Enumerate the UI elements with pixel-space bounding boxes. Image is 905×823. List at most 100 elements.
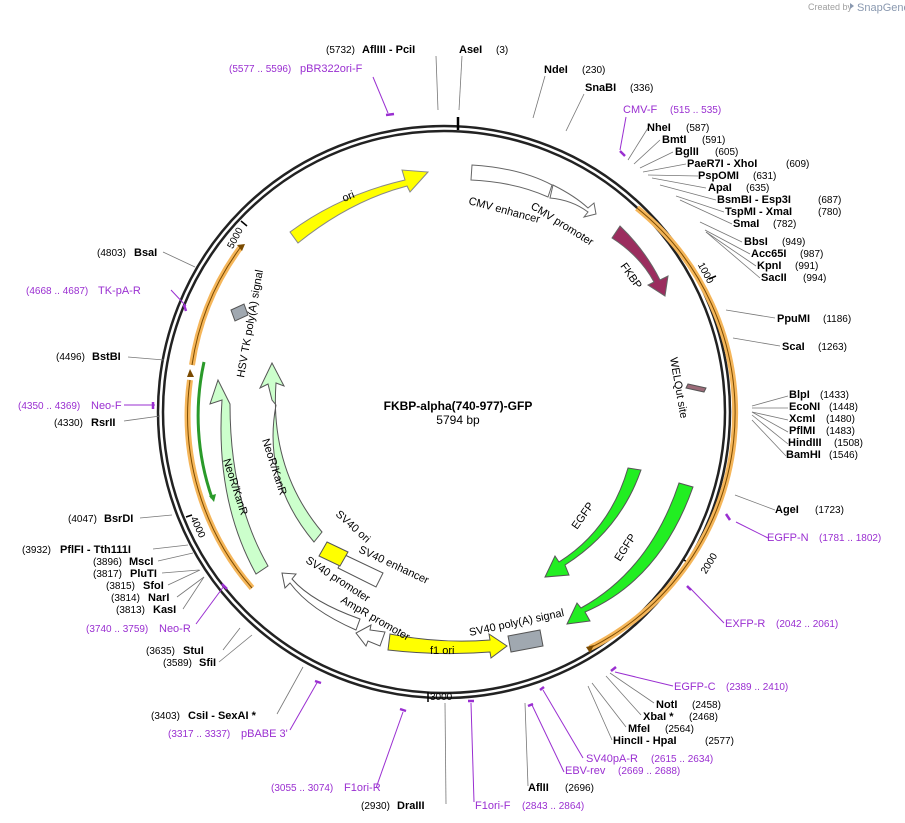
primer-f1ori-f: F1ori-F — [475, 800, 511, 812]
enzyme-paer7I-xhoI: PaeR7I - XhoI — [687, 158, 757, 170]
svg-text:(3813): (3813) — [116, 605, 145, 616]
enzyme-xcmI: XcmI — [789, 413, 815, 425]
feature-f1-ori-label: f1 ori — [430, 645, 454, 657]
enzyme-labels: (5732) AflIII - PciI AseI (3) NdeI (230)… — [22, 44, 863, 812]
enzyme-narI: NarI — [148, 592, 169, 604]
primer-tk-pa-r: TK-pA-R — [98, 285, 141, 297]
svg-text:3000: 3000 — [430, 692, 453, 703]
primer-egfp-n: EGFP-N — [767, 532, 809, 544]
feature-ori — [289, 169, 430, 244]
svg-text:(1433): (1433) — [820, 390, 849, 401]
svg-text:(2696): (2696) — [565, 783, 594, 794]
enzyme-stuI: StuI — [183, 645, 204, 657]
enzyme-bsmbI-esp3I: BsmBI - Esp3I — [717, 194, 791, 206]
enzyme-hincII-hpaI: HincII - HpaI — [613, 735, 677, 747]
feature-cmv-promoter — [549, 184, 597, 218]
primer-cmv-f: CMV-F — [623, 104, 658, 116]
svg-text:(2843 .. 2864): (2843 .. 2864) — [522, 801, 584, 812]
enzyme-kpnI: KpnI — [757, 260, 781, 272]
svg-text:2000: 2000 — [699, 551, 720, 576]
svg-text:(4496): (4496) — [56, 352, 85, 363]
svg-text:(1546): (1546) — [829, 450, 858, 461]
feature-sv40-ori — [318, 541, 349, 567]
svg-text:(4803): (4803) — [97, 248, 126, 259]
feature-egfp-outer — [566, 482, 694, 625]
svg-text:(1480): (1480) — [826, 414, 855, 425]
backbone-outer — [156, 124, 732, 700]
svg-text:(3589): (3589) — [163, 658, 192, 669]
enzyme-acc65I: Acc65I — [751, 248, 786, 260]
feature-ori-label: ori — [340, 189, 356, 205]
svg-text:(780): (780) — [818, 207, 841, 218]
svg-text:(2468): (2468) — [689, 712, 718, 723]
svg-text:(4047): (4047) — [68, 514, 97, 525]
primer-neo-f: Neo-F — [91, 400, 122, 412]
svg-text:(635): (635) — [746, 183, 769, 194]
credit-text: Created by — [808, 2, 853, 12]
primer-binding-marks — [151, 112, 732, 713]
feature-welqut-site — [685, 383, 707, 393]
enzyme-bsaI: BsaI — [134, 247, 157, 259]
neo-orf-line — [196, 361, 214, 499]
svg-text:(4668 .. 4687): (4668 .. 4687) — [26, 286, 88, 297]
svg-text:(230): (230) — [582, 65, 605, 76]
svg-text:(2564): (2564) — [665, 724, 694, 735]
svg-text:(949): (949) — [782, 237, 805, 248]
plasmid-length: 5794 bp — [436, 413, 480, 427]
primer-sv40pa-r: SV40pA-R — [586, 753, 638, 765]
svg-text:(3403): (3403) — [151, 711, 180, 722]
svg-text:(1508): (1508) — [834, 438, 863, 449]
enzyme-sacII: SacII — [761, 272, 787, 284]
svg-text:(3815): (3815) — [106, 581, 135, 592]
feature-sv40-ori-label: SV40 ori — [333, 508, 372, 545]
svg-text:(994): (994) — [803, 273, 826, 284]
svg-text:(2615 .. 2634): (2615 .. 2634) — [651, 754, 713, 765]
svg-text:(2458): (2458) — [692, 700, 721, 711]
plasmid-name: FKBP-alpha(740-977)-GFP — [384, 399, 533, 413]
enzyme-bglII: BglII — [675, 146, 699, 158]
feature-hsv-tk-polya-label: HSV TK poly(A) signal — [235, 269, 266, 379]
orf-band-right — [588, 205, 739, 651]
svg-text:(3317 .. 3337): (3317 .. 3337) — [168, 729, 230, 740]
enzyme-apaI: ApaI — [708, 182, 732, 194]
svg-text:(1723): (1723) — [815, 505, 844, 516]
svg-text:(1781 .. 1802): (1781 .. 1802) — [819, 533, 881, 544]
enzyme-pflfI-tth111I: PflFI - Tth111I — [60, 544, 131, 556]
feature-sv40-promoter — [281, 572, 361, 631]
svg-text:(2042 .. 2061): (2042 .. 2061) — [776, 619, 838, 630]
svg-text:(3740 .. 3759): (3740 .. 3759) — [86, 624, 148, 635]
primer-exfp-r: EXFP-R — [725, 618, 765, 630]
svg-text:(631): (631) — [753, 171, 776, 182]
enzyme-pflmI: PflMI — [789, 425, 815, 437]
enzyme-ndeI: NdeI — [544, 64, 568, 76]
enzyme-mfeI: MfeI — [628, 723, 650, 735]
orf-line-right — [589, 207, 736, 649]
primer-neo-r: Neo-R — [159, 623, 191, 635]
orf-arrowhead-upper-left — [237, 244, 245, 251]
primer-f1ori-r: F1ori-R — [344, 782, 381, 794]
enzyme-aseI: AseI — [459, 44, 482, 56]
svg-text:(605): (605) — [715, 147, 738, 158]
feature-neor-outer — [209, 378, 269, 575]
enzyme-pos-aflIII: (5732) — [326, 45, 355, 56]
svg-text:(3817): (3817) — [93, 569, 122, 580]
tick-3000: 3000 — [427, 692, 453, 703]
svg-text:(1483): (1483) — [826, 426, 855, 437]
enzyme-aflII: AflII — [528, 782, 549, 794]
svg-text:(987): (987) — [800, 249, 823, 260]
feature-egfp-outer-label: EGFP — [612, 532, 638, 564]
enzyme-ageI: AgeI — [775, 504, 799, 516]
svg-text:4000: 4000 — [188, 515, 208, 540]
svg-text:(2930): (2930) — [361, 801, 390, 812]
svg-text:(3635): (3635) — [146, 646, 175, 657]
svg-text:(587): (587) — [686, 123, 709, 134]
primer-pbabe-3: pBABE 3' — [241, 728, 288, 740]
neo-orf-arrowhead — [209, 494, 216, 502]
enzyme-draIII: DraIII — [397, 800, 425, 812]
primer-pbr322ori-f: pBR322ori-F — [300, 63, 363, 75]
credit-brand: SnapGene — [857, 2, 905, 14]
feature-ampr-promoter — [355, 624, 386, 648]
enzyme-snabI: SnaBI — [585, 82, 616, 94]
svg-text:(991): (991) — [795, 261, 818, 272]
